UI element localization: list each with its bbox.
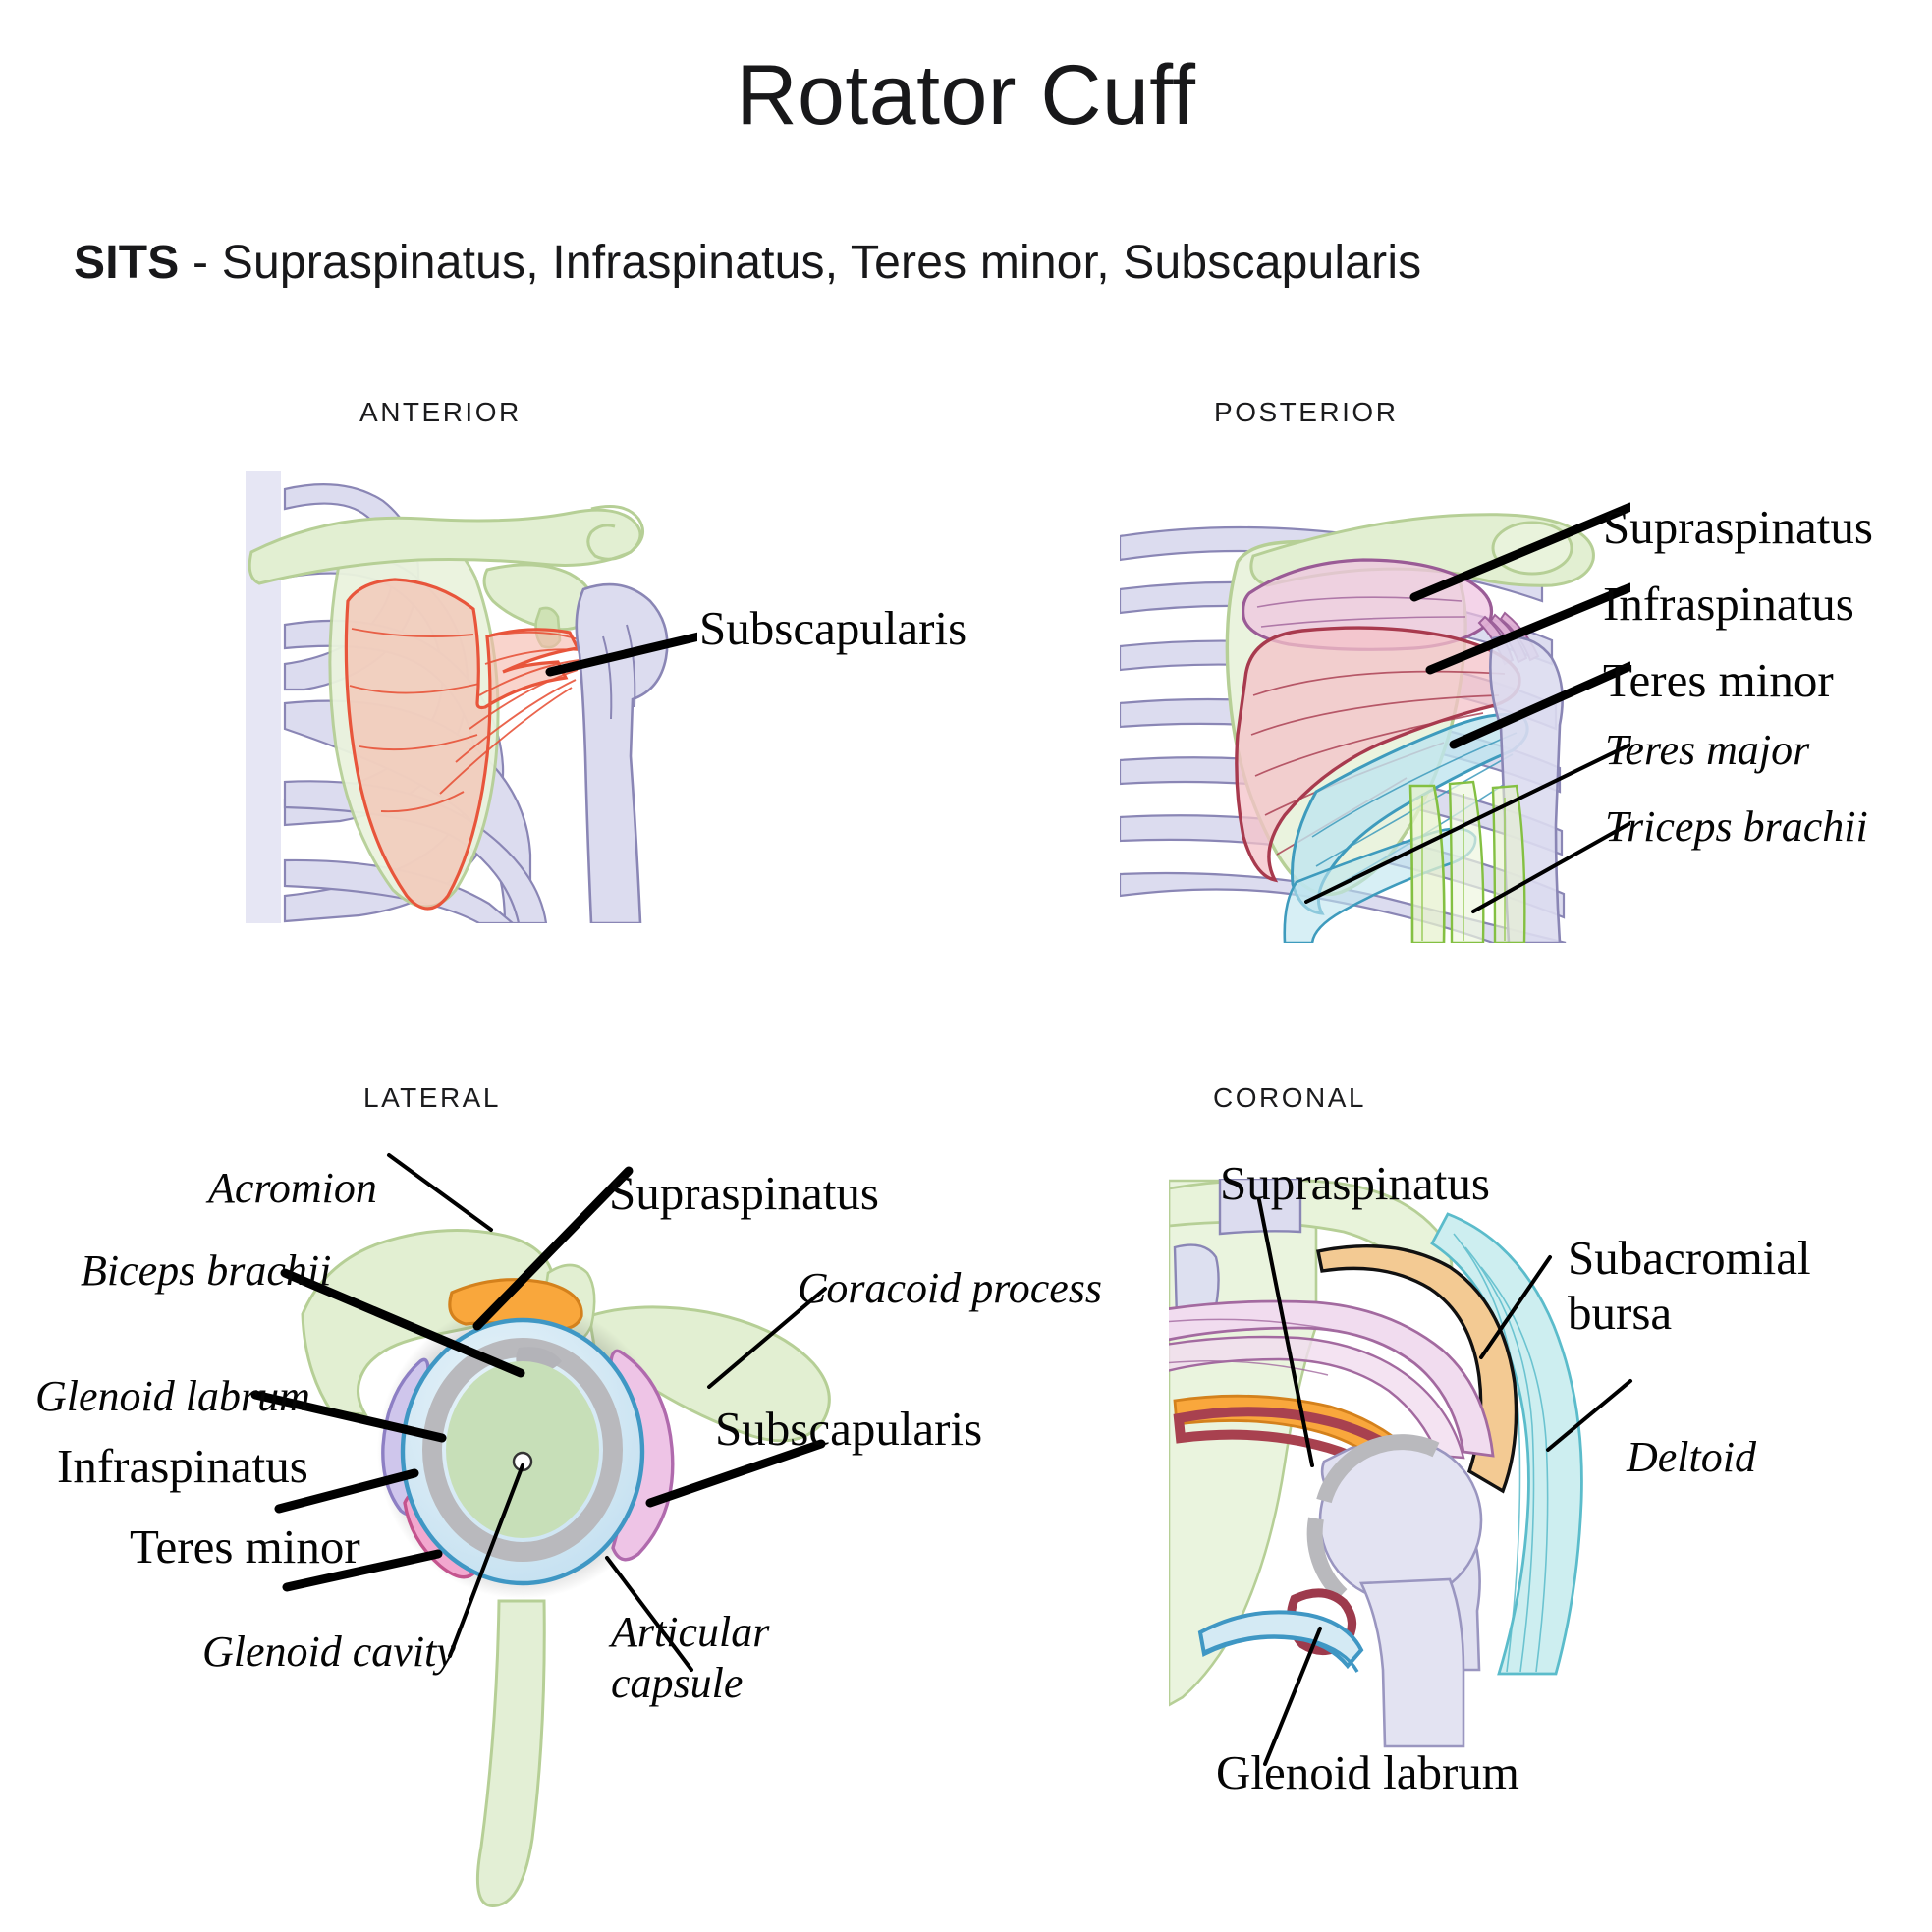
label-lateral-coracoid-process: Coracoid process — [798, 1264, 1103, 1312]
humeral-shaft — [1358, 1577, 1465, 1748]
leader-supraspinatus-lateral — [472, 1166, 634, 1331]
leader-glenoid-labrum-lateral — [250, 1390, 447, 1443]
label-posterior-infraspinatus: Infraspinatus — [1603, 577, 1854, 631]
mnemonic-expansion: - Supraspinatus, Infraspinatus, Teres mi… — [179, 237, 1422, 289]
view-heading-posterior: Posterior — [1214, 387, 1399, 430]
leader-coracoid-process — [707, 1287, 827, 1389]
glenoid-cavity — [446, 1361, 599, 1538]
label-lateral-teres-minor: Teres minor — [130, 1519, 360, 1573]
label-lateral-infraspinatus: Infraspinatus — [57, 1439, 308, 1493]
coronal-svg — [1169, 1179, 1632, 1766]
leader-articular-capsule — [605, 1556, 693, 1672]
illustration-lateral — [250, 1153, 845, 1907]
view-heading-lateral: Lateral — [363, 1073, 501, 1116]
subscapularis-muscle — [344, 578, 580, 911]
leader-biceps-brachii — [280, 1268, 525, 1378]
leader-acromion — [387, 1153, 493, 1232]
label-coronal-subacromial-bursa-line1: Subacromial — [1568, 1231, 1811, 1285]
leader-infraspinatus — [1425, 582, 1630, 675]
leader-glenoid-labrum-coronal — [1263, 1627, 1322, 1766]
leader-teres-major — [1304, 743, 1630, 904]
triceps-brachii-muscle — [1408, 780, 1526, 943]
label-posterior-teres-minor: Teres minor — [1603, 653, 1834, 707]
label-lateral-glenoid-labrum: Glenoid labrum — [35, 1372, 310, 1420]
view-heading-coronal: Coronal — [1213, 1073, 1366, 1116]
leader-infraspinatus-lateral — [274, 1468, 419, 1514]
humeral-cartilage — [1316, 1434, 1440, 1504]
label-lateral-subscapularis: Subscapularis — [715, 1402, 983, 1456]
supraspinatus-muscle — [1242, 558, 1494, 651]
leader-glenoid-cavity — [448, 1463, 524, 1658]
illustration-posterior — [1120, 491, 1630, 943]
humerus-anterior — [575, 582, 669, 923]
label-coronal-glenoid-labrum: Glenoid labrum — [1216, 1745, 1519, 1799]
leader-teres-minor-lateral — [282, 1549, 443, 1592]
label-posterior-supraspinatus: Supraspinatus — [1603, 500, 1873, 554]
supraspinatus-coronal — [1169, 1299, 1495, 1458]
anterior-svg — [246, 471, 697, 923]
view-heading-anterior: Anterior — [359, 387, 522, 430]
label-lateral-biceps-brachii: Biceps brachii — [81, 1246, 332, 1295]
page-title: Rotator Cuff — [736, 48, 1196, 142]
leader-supraspinatus — [1409, 502, 1630, 602]
label-lateral-supraspinatus: Supraspinatus — [609, 1166, 879, 1220]
label-coronal-subacromial-bursa-line2: bursa — [1568, 1286, 1673, 1340]
label-lateral-glenoid-cavity: Glenoid cavity — [202, 1628, 456, 1676]
leader-deltoid — [1546, 1379, 1632, 1452]
lateral-svg — [250, 1153, 831, 1907]
label-lateral-articular-capsule-line2: capsule — [611, 1659, 744, 1707]
posterior-svg — [1120, 502, 1630, 943]
label-coronal-supraspinatus: Supraspinatus — [1220, 1156, 1490, 1210]
label-coronal-deltoid: Deltoid — [1627, 1433, 1756, 1481]
label-anterior-subscapularis: Subscapularis — [699, 601, 967, 655]
subscapularis-fibers — [349, 628, 582, 813]
illustration-anterior — [246, 462, 697, 923]
label-posterior-triceps-brachii: Triceps brachii — [1605, 802, 1868, 851]
leader-teres-minor — [1449, 661, 1630, 749]
leader-supraspinatus-coronal — [1257, 1198, 1314, 1467]
illustration-coronal — [1169, 1179, 1680, 1766]
subacromial-bursa — [1316, 1243, 1518, 1494]
label-lateral-acromion: Acromion — [208, 1164, 377, 1212]
leader-subacromial-bursa — [1479, 1255, 1552, 1359]
leader-subscapularis-lateral — [645, 1439, 826, 1508]
deltoid-fibers — [1453, 1233, 1549, 1673]
mnemonic-acronym: SITS — [74, 237, 180, 289]
label-lateral-articular-capsule-line1: Articular — [611, 1608, 770, 1656]
mnemonic-subtitle: SITS - Supraspinatus, Infraspinatus, Ter… — [74, 236, 1861, 290]
leader-triceps — [1471, 821, 1630, 913]
scapula-stalk — [475, 1599, 546, 1907]
label-posterior-teres-major: Teres major — [1605, 726, 1810, 774]
leader-subscapularis — [545, 632, 697, 677]
